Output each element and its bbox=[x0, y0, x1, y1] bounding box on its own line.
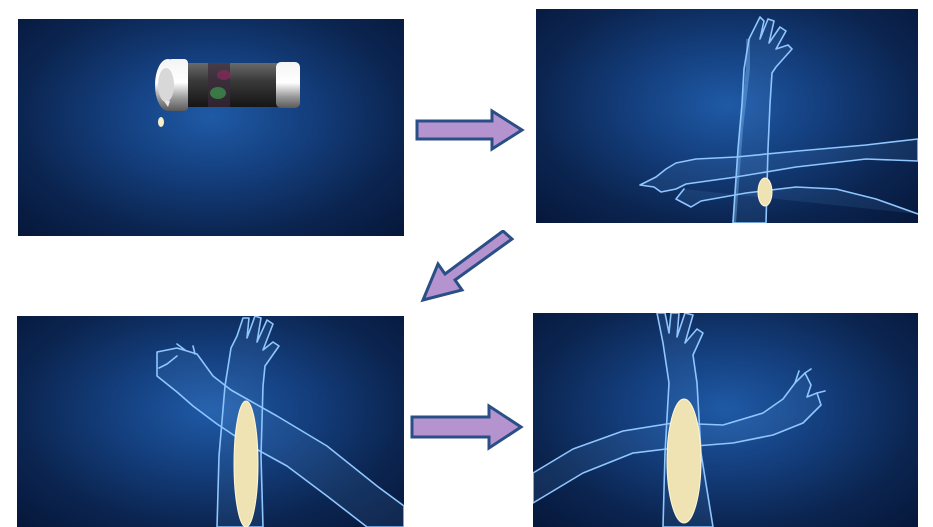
step-4-illustration bbox=[533, 313, 918, 527]
step-1-illustration bbox=[18, 19, 404, 236]
cream-bottle-icon bbox=[155, 59, 300, 111]
cream-spread bbox=[234, 401, 258, 527]
arrow-right-icon bbox=[414, 108, 526, 152]
cream-coverage bbox=[667, 399, 701, 523]
cream-dollop bbox=[758, 178, 772, 206]
arrow-right-icon bbox=[409, 403, 525, 451]
step-4-panel bbox=[533, 313, 918, 527]
step-3-illustration bbox=[17, 316, 404, 527]
step-3-panel bbox=[17, 316, 404, 527]
step-1-panel bbox=[18, 19, 404, 236]
horizontal-arm bbox=[157, 344, 404, 527]
horizontal-arm bbox=[640, 139, 918, 214]
step-2-panel bbox=[536, 9, 918, 223]
arrow-down-left-icon bbox=[415, 230, 519, 308]
cream-drop bbox=[158, 117, 164, 127]
step-2-illustration bbox=[536, 9, 918, 223]
